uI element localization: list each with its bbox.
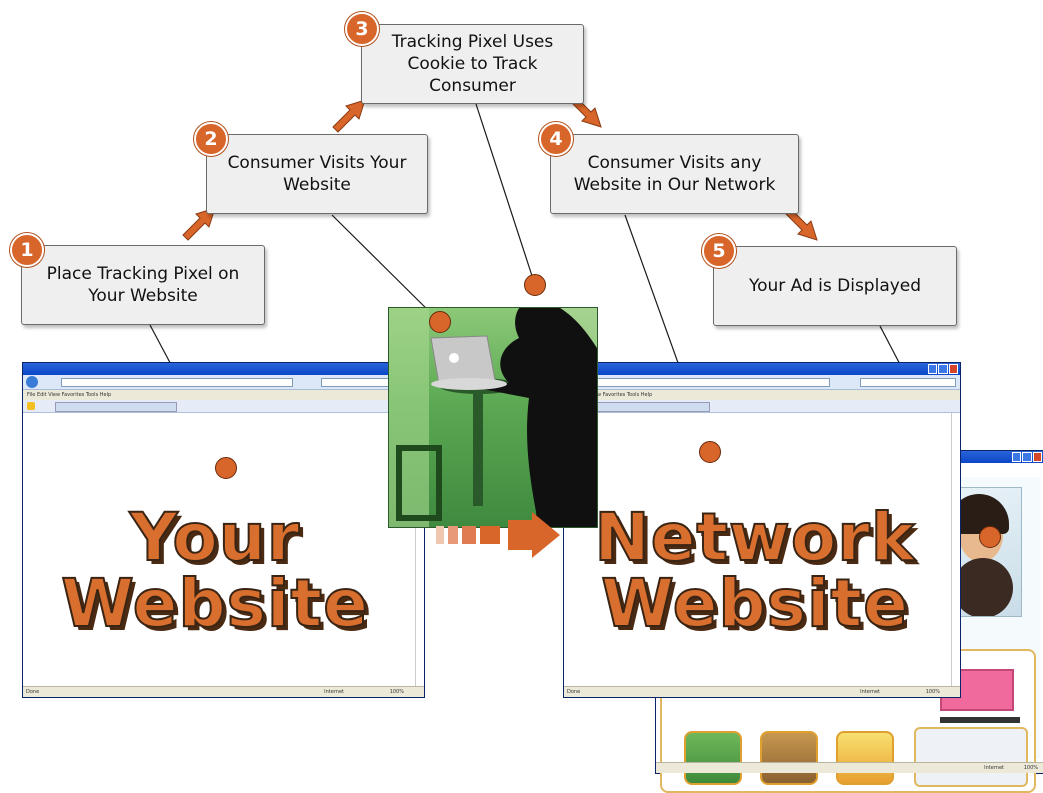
tab[interactable] <box>588 402 710 412</box>
step-badge-1: 1 <box>10 233 44 267</box>
step-badge-4: 4 <box>539 122 573 156</box>
your-website-browser: File Edit View Favorites Tools Help Done… <box>22 362 425 698</box>
game-tile-ants <box>684 731 742 785</box>
step-box-5: Your Ad is Displayed <box>713 246 957 326</box>
favorites-bar <box>564 400 960 413</box>
search-input[interactable] <box>860 378 956 387</box>
consumer-silhouette <box>389 308 597 527</box>
step-label-4: Consumer Visits any Website in Our Netwo… <box>573 153 776 195</box>
game-tile-dog <box>836 731 894 785</box>
consumer-scene <box>388 307 598 528</box>
window-controls <box>928 364 958 374</box>
step-box-2: Consumer Visits Your Website <box>206 134 428 214</box>
step-badge-3: 3 <box>345 12 379 46</box>
step-label-2: Consumer Visits Your Website <box>227 153 407 195</box>
your-website-label: Your Website <box>60 499 369 642</box>
window-controls <box>1012 452 1042 462</box>
step-box-4: Consumer Visits any Website in Our Netwo… <box>550 134 799 214</box>
network-website-browser: File Edit View Favorites Tools Help Done… <box>563 362 961 698</box>
dot-network-website <box>699 441 721 463</box>
address-input[interactable] <box>61 378 293 387</box>
page-area <box>564 413 952 687</box>
step-arrows <box>182 94 818 241</box>
ad-statusbar: Internet 100% <box>656 762 1043 773</box>
menu-bar[interactable]: File Edit View Favorites Tools Help <box>23 390 424 400</box>
address-bar-row <box>23 375 424 390</box>
address-bar-row <box>564 375 960 390</box>
dot-laptop <box>429 311 451 333</box>
dot-consumer-head <box>524 274 546 296</box>
dot-your-website <box>215 457 237 479</box>
window-titlebar <box>23 363 424 375</box>
back-button-icon[interactable] <box>26 376 38 388</box>
favorites-bar <box>23 400 424 413</box>
statusbar: Done Internet 100% <box>23 686 424 697</box>
step-label-5: Your Ad is Displayed <box>748 276 922 296</box>
network-website-label: Network Website <box>593 499 916 642</box>
dot-ad <box>979 526 1001 548</box>
step-label-3: Tracking Pixel Uses Cookie to Track Cons… <box>391 32 554 96</box>
flow-arrow <box>436 512 560 558</box>
ad-strip <box>940 717 1020 723</box>
step-badge-5: 5 <box>702 234 736 268</box>
statusbar: Done Internet 100% <box>564 686 960 697</box>
step-box-3: Tracking Pixel Uses Cookie to Track Cons… <box>361 24 584 104</box>
devices-tile <box>914 727 1028 787</box>
address-input[interactable] <box>588 378 830 387</box>
menu-bar[interactable]: File Edit View Favorites Tools Help <box>564 390 960 400</box>
step-label-1: Place Tracking Pixel on Your Website <box>46 264 240 306</box>
window-titlebar <box>564 363 960 375</box>
step-box-1: Place Tracking Pixel on Your Website <box>21 245 265 325</box>
game-tile-egypt <box>760 731 818 785</box>
step-badge-2: 2 <box>194 122 228 156</box>
tab[interactable] <box>55 402 177 412</box>
star-icon[interactable] <box>27 402 35 410</box>
